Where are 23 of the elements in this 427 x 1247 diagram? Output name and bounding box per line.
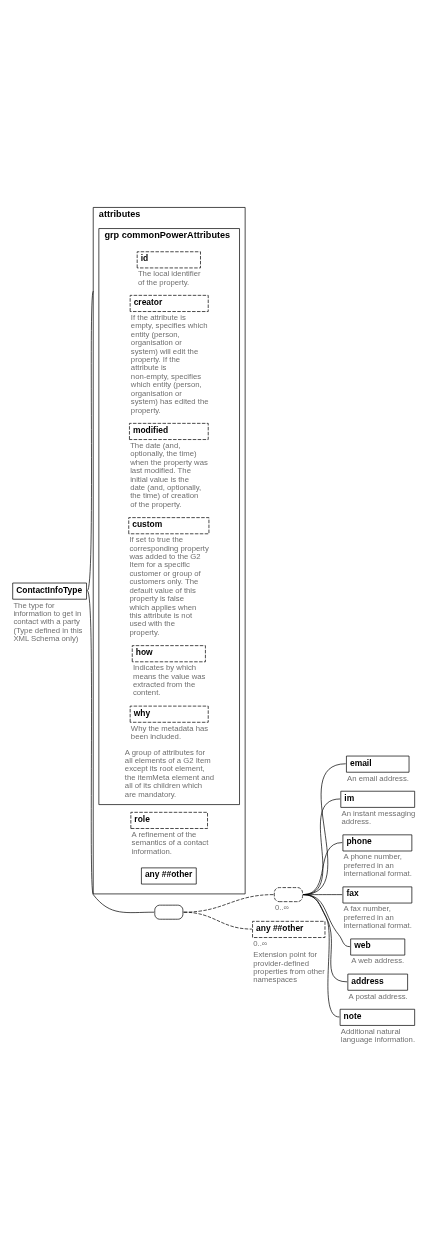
node-label: Extension point for provider-defined properties from other namespaces	[253, 949, 325, 984]
node-label: An instant messaging address.	[341, 808, 416, 826]
node-label: A group of attributes for all elements of a G2 Item except its root element, the itemMeta element and all of its children which are mandatory.	[124, 747, 215, 799]
node-label: A refinement of the semantics of a contact information.	[131, 829, 209, 856]
node-label: If the attribute is empty, specifies which entity (person, organisation or system) will edit the property. If the attribute is non-empty, specifies which entity (person, organisation or system) has edited the property.	[130, 312, 209, 415]
connector	[302, 893, 340, 1017]
node-label: A phone number, preferred in an international format.	[343, 851, 412, 878]
node-label: A web address.	[351, 955, 405, 965]
node-label: 0..∞	[275, 902, 290, 912]
node-label: A fax number, preferred in an international format.	[343, 903, 412, 930]
node-label: The local identifier of the property.	[137, 268, 201, 287]
node-label: A postal address.	[348, 991, 408, 1001]
node-label: The type for information to get in contact with a party (Type defined in this XML Schema only)	[13, 600, 83, 643]
node-label: If set to true the corresponding property was added to the G2 Item for a specific customer or group of customers only. The default value of this property is false which applies when this attribute is not used with the property.	[129, 534, 209, 637]
node-label: An email address.	[347, 773, 409, 783]
node-label: Additional natural language information.	[340, 1026, 416, 1044]
connector	[86, 290, 94, 591]
node-label: Why the metadata has been included.	[130, 723, 209, 741]
node-label: The date (and, optionally, the time) when the property was last modified. The initial value is the date (and, optionally, the time) of creation of the property.	[130, 440, 208, 509]
node-label: Indicates by which means the value was extracted from the content.	[132, 662, 206, 697]
connector	[183, 911, 253, 929]
node-label: 0..∞	[253, 938, 268, 948]
connector	[86, 589, 155, 913]
